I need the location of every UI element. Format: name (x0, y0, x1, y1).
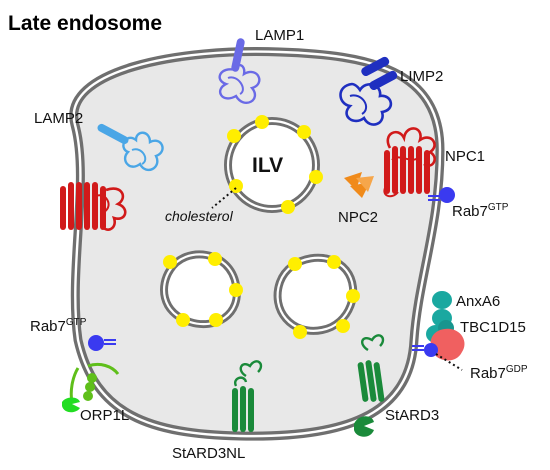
tbc1d15-protein (430, 328, 465, 361)
npc2-label: NPC2 (338, 209, 378, 226)
cholesterol-dot (176, 313, 190, 327)
rab7-gdp (412, 343, 463, 371)
cholesterol-dot (346, 289, 360, 303)
endosome-membrane (69, 47, 445, 441)
stard3nl-protein (232, 360, 263, 432)
cholesterol-dot (309, 170, 323, 184)
orp1l-protein (62, 362, 120, 413)
lamp2-protein (97, 123, 164, 172)
limp2-protein (339, 56, 398, 126)
rab7-gtp-right (428, 187, 455, 203)
cholesterol-label: cholesterol (165, 208, 234, 224)
ilv-vesicle-right (273, 253, 360, 339)
ilv-vesicle-top (224, 115, 323, 214)
cholesterol-dot (227, 129, 241, 143)
lamp1-protein (218, 38, 261, 104)
rab7-gtp-left (88, 335, 116, 351)
rab7-gdp-label: Rab7GDP (470, 364, 528, 382)
npc1-protein-left (60, 182, 127, 231)
orp1l-label: ORP1L (80, 407, 129, 424)
stard3nl-label: StARD3NL (172, 445, 245, 462)
limp2-label: LIMP2 (400, 68, 443, 85)
npc1-protein (383, 127, 436, 198)
cholesterol-dot (336, 319, 350, 333)
cholesterol-dot (281, 200, 295, 214)
cholesterol-dot (297, 125, 311, 139)
tbc1d15-label: TBC1D15 (460, 319, 526, 336)
lamp1-label: LAMP1 (255, 27, 304, 44)
ilv-label: ILV (252, 154, 283, 177)
stard3-label: StARD3 (385, 407, 439, 424)
rab7-gtp-left-label: Rab7GTP (30, 317, 87, 335)
cholesterol-dot (293, 325, 307, 339)
cholesterol-dot (229, 283, 243, 297)
cholesterol-dot (327, 255, 341, 269)
rab7-gtp-right-label: Rab7GTP (452, 202, 509, 220)
diagram-title: Late endosome (8, 12, 162, 35)
cholesterol-dot (255, 115, 269, 129)
cholesterol-pointer (211, 187, 237, 209)
cholesterol-dot (163, 255, 177, 269)
cholesterol-dot (288, 257, 302, 271)
cholesterol-dot (208, 252, 222, 266)
ilv-vesicle-left (160, 250, 243, 329)
anxa6-label: AnxA6 (456, 293, 500, 310)
npc1-label: NPC1 (445, 148, 485, 165)
cholesterol-dot (209, 313, 223, 327)
lamp2-label: LAMP2 (34, 110, 83, 127)
stard3-protein (354, 334, 385, 437)
npc2-protein (344, 172, 374, 198)
cholesterol-dot (229, 179, 243, 193)
